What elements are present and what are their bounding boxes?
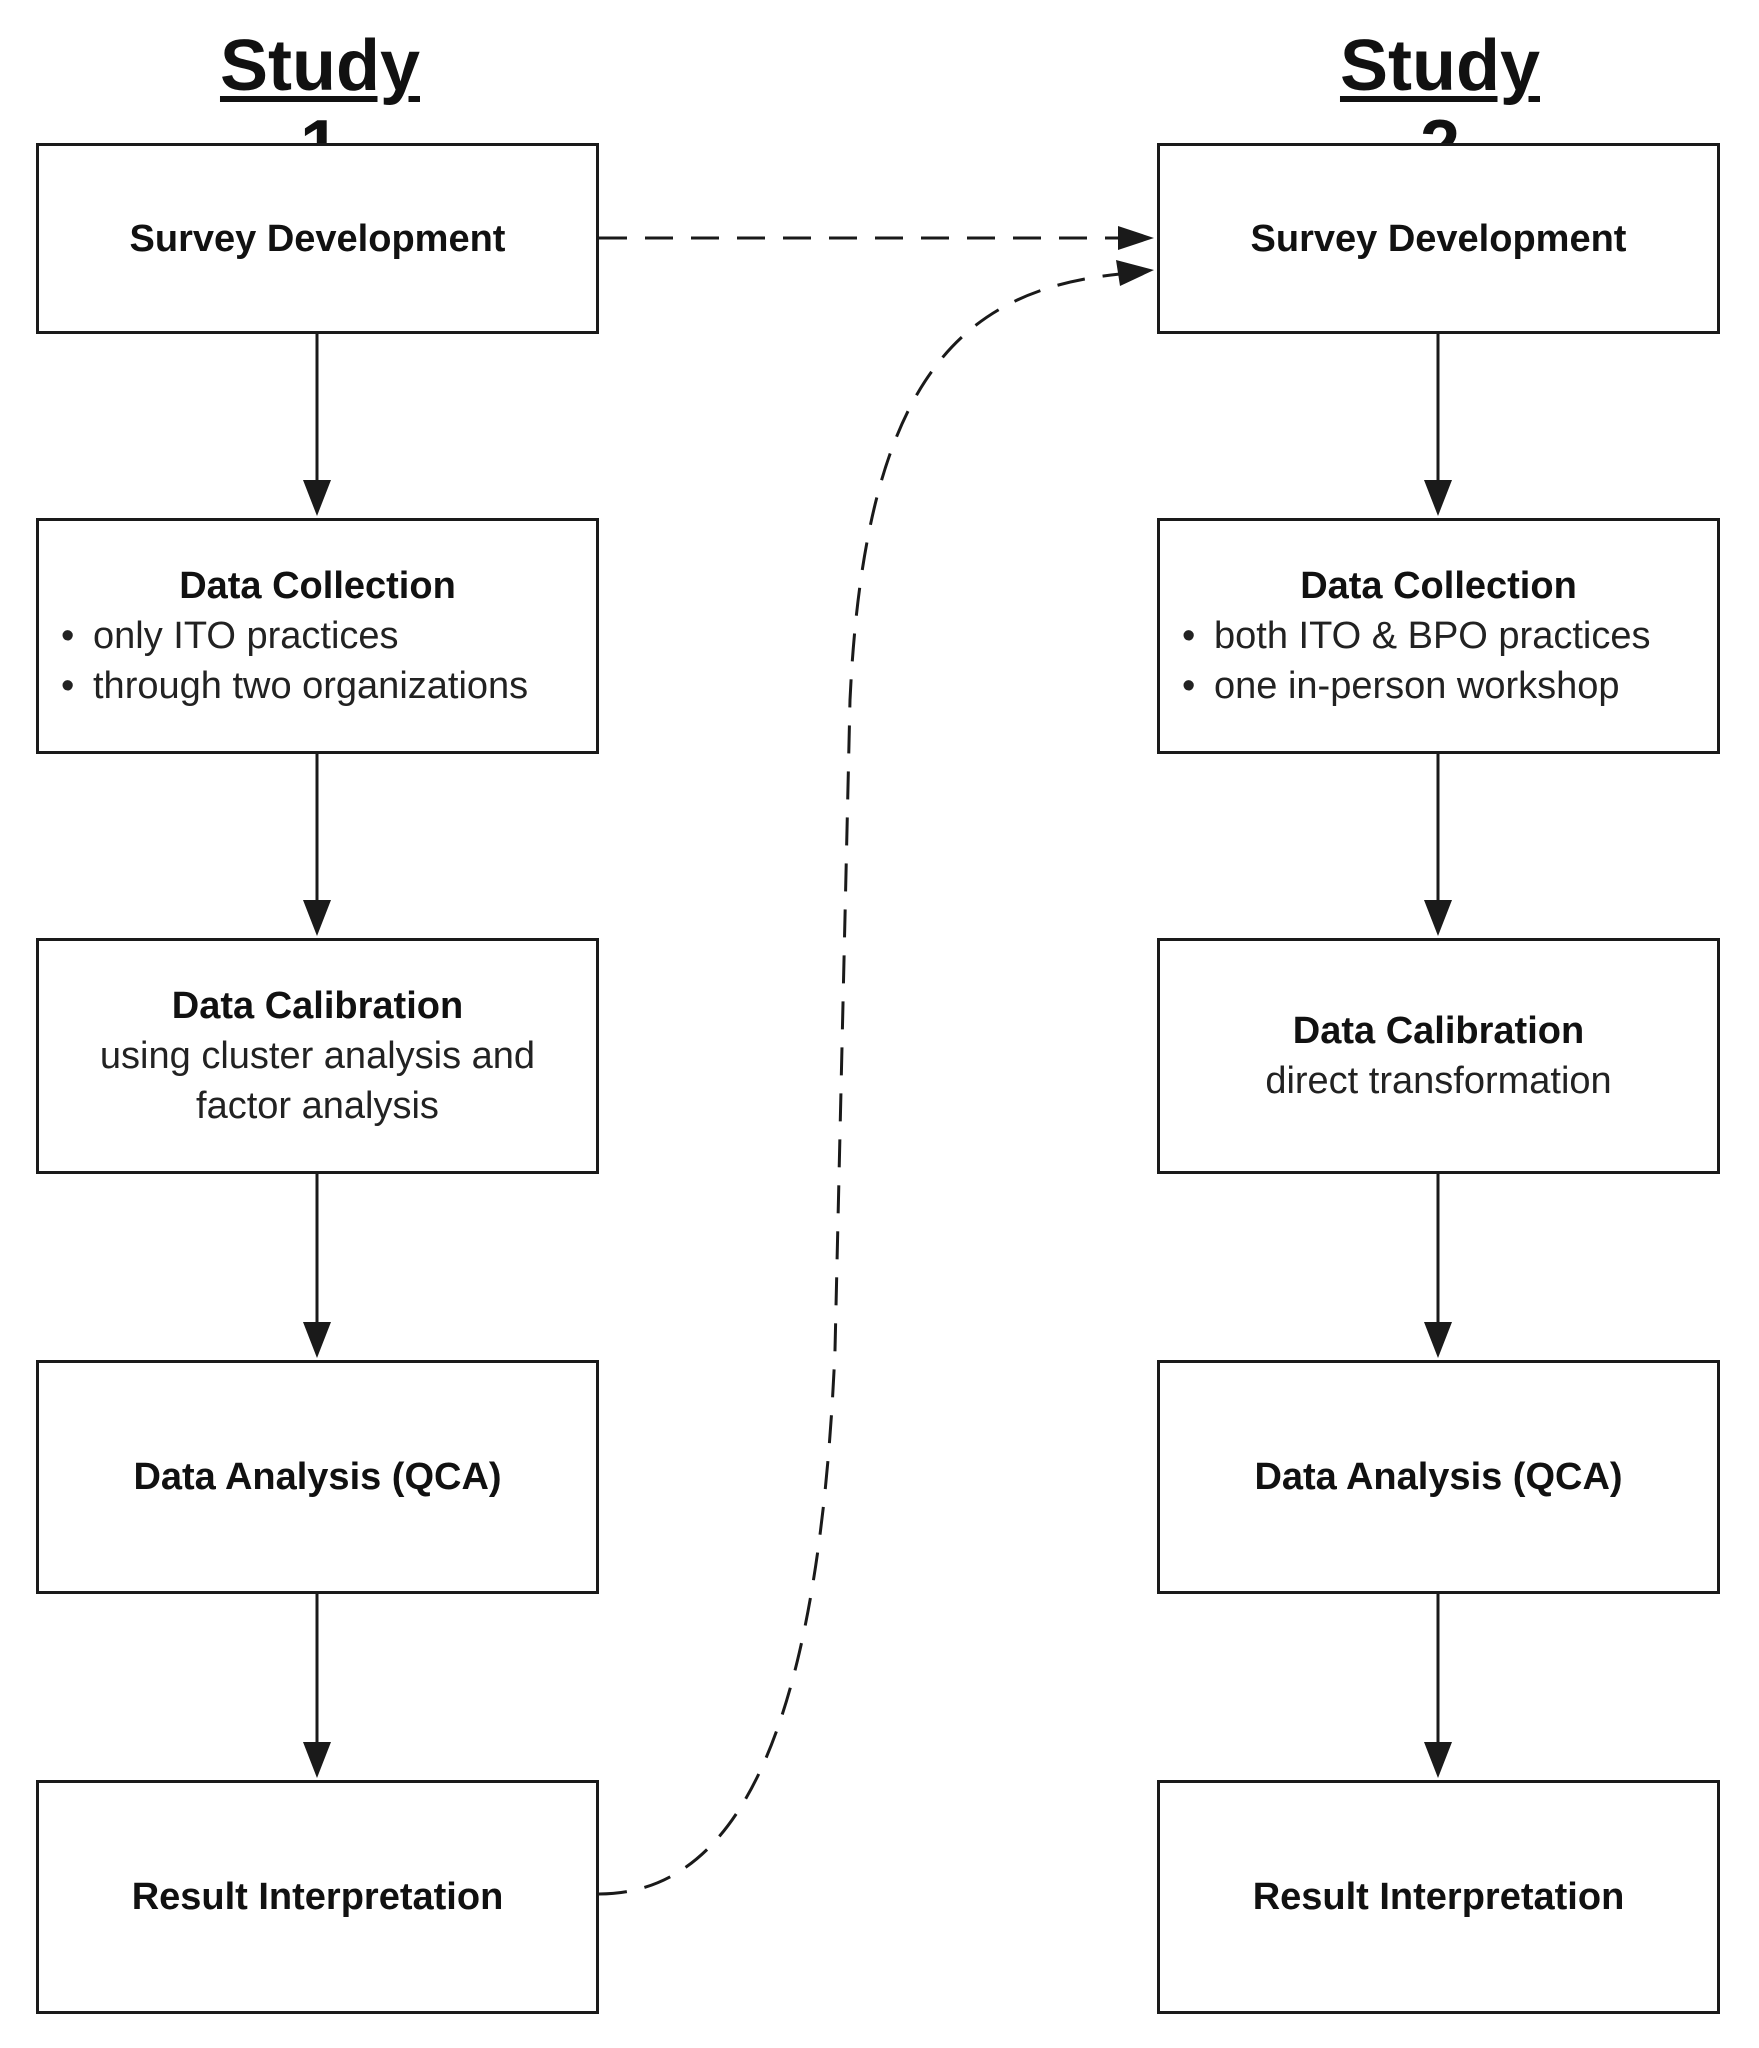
step-heading: Result Interpretation <box>131 1876 504 1918</box>
study-1-arrowhead-4 <box>303 1742 331 1778</box>
step-description-line: using cluster analysis and <box>99 1035 536 1077</box>
study-1-data-analysis-box: Data Analysis (QCA) <box>36 1360 599 1594</box>
study-2-data-calibration-box: Data Calibration direct transformation <box>1157 938 1720 1174</box>
study-1-arrowhead-3 <box>303 1322 331 1358</box>
study-2-arrowhead-1 <box>1424 480 1452 516</box>
bullet-item: •both ITO & BPO practices <box>1182 615 1651 657</box>
step-heading: Data Analysis (QCA) <box>1254 1456 1623 1498</box>
step-description-line: factor analysis <box>196 1085 439 1127</box>
bullet-item: •one in-person workshop <box>1182 665 1620 707</box>
study-2-survey-development-box: Survey Development <box>1157 143 1720 334</box>
study-2-data-collection-box: Data Collection •both ITO & BPO practice… <box>1157 518 1720 754</box>
feedback-dashed-curve <box>598 272 1121 1896</box>
step-heading: Survey Development <box>129 217 506 260</box>
study-2-data-analysis-box: Data Analysis (QCA) <box>1157 1360 1720 1594</box>
step-heading: Data Analysis (QCA) <box>133 1456 502 1498</box>
survey-link-arrowhead <box>1118 226 1154 250</box>
bullet-item: •only ITO practices <box>61 615 399 657</box>
study-2-arrowhead-3 <box>1424 1322 1452 1358</box>
feedback-arrowhead <box>1116 260 1154 286</box>
step-description-line: direct transformation <box>1265 1060 1612 1102</box>
study-2-result-interpretation-box: Result Interpretation <box>1157 1780 1720 2014</box>
step-bullet-list: •both ITO & BPO practices •one in-person… <box>1160 611 1717 711</box>
study-1-data-calibration-box: Data Calibration using cluster analysis … <box>36 938 599 1174</box>
study-2-arrowhead-4 <box>1424 1742 1452 1778</box>
bullet-item: •through two organizations <box>61 665 529 707</box>
study-1-arrowhead-2 <box>303 900 331 936</box>
study-1-data-collection-box: Data Collection •only ITO practices •thr… <box>36 518 599 754</box>
step-heading: Survey Development <box>1250 217 1627 260</box>
step-bullet-list: •only ITO practices •through two organiz… <box>39 611 596 711</box>
study-2-arrowhead-2 <box>1424 900 1452 936</box>
step-heading: Data Collection <box>179 565 456 607</box>
step-heading: Data Calibration <box>171 985 464 1027</box>
study-1-survey-development-box: Survey Development <box>36 143 599 334</box>
study-1-arrowhead-1 <box>303 480 331 516</box>
step-heading: Result Interpretation <box>1252 1876 1625 1918</box>
step-heading: Data Collection <box>1300 565 1577 607</box>
step-heading: Data Calibration <box>1292 1010 1585 1052</box>
study-1-result-interpretation-box: Result Interpretation <box>36 1780 599 2014</box>
